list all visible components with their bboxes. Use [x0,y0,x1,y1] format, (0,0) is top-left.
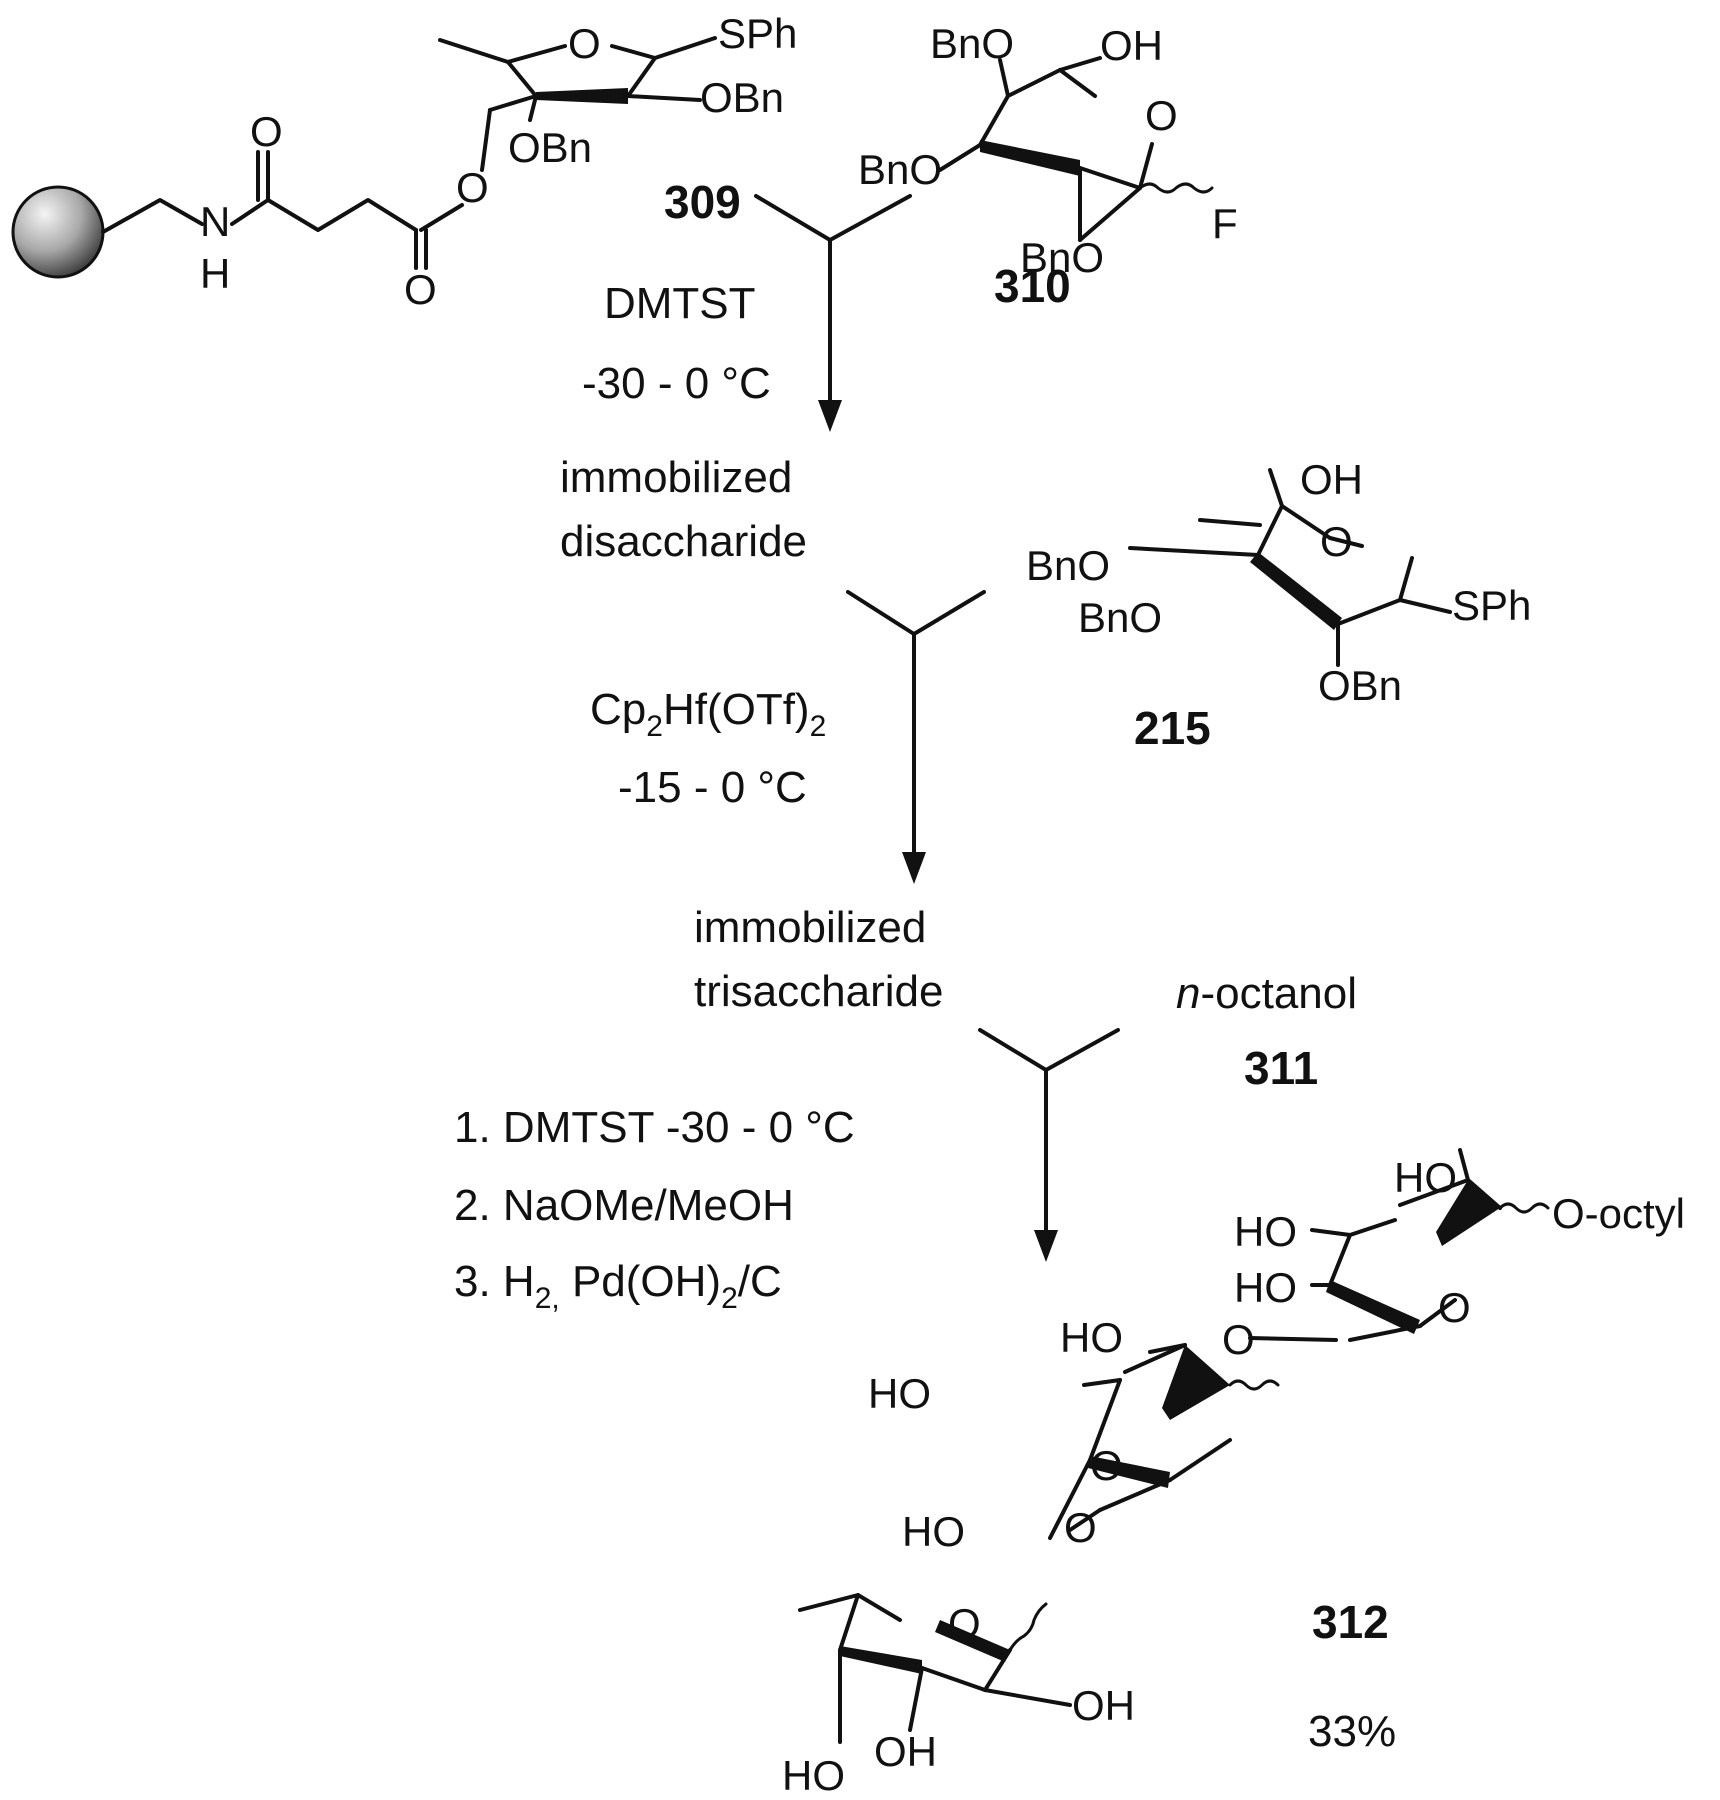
step1-reagent: DMTST [604,279,756,328]
step2-product-line2: trisaccharide [694,967,943,1016]
c215-obn-label: OBn [1318,662,1402,709]
compound-312-number: 312 [1312,1596,1389,1648]
amide-nitrogen-label: N [200,198,230,245]
c310-bno-label-2: BnO [858,146,942,193]
ring-oxygen-215: O [1320,518,1353,565]
c312-oh-label-2: OH [874,1728,937,1775]
linker-bonds-2 [230,198,418,232]
ring-oxygen-309: O [568,20,601,67]
step2-temperature: -15 - 0 °C [618,763,807,812]
c312-ho-label-6: HO [902,1508,965,1555]
step2-arrowhead-icon [902,852,926,884]
step3-condition-3: 3. H2, Pd(OH)2/C [454,1257,782,1315]
ring-oxygen-310: O [1145,92,1178,139]
step3-glycosylation-deprotection: 1. DMTST -30 - 0 °C 2. NaOMe/MeOH 3. H2,… [454,1028,1120,1315]
c312-ho-label-7: HO [782,1752,845,1799]
c312-ho-label-4: HO [1060,1314,1123,1361]
step1-product-line2: disaccharide [560,517,807,566]
step1-temperature: -30 - 0 °C [582,359,771,408]
compound-310-structure: BnO OH O BnO F BnO 310 [858,20,1238,312]
compound-215-number: 215 [1134,702,1211,754]
c312-ho-label-3: HO [1234,1264,1297,1311]
step3-condition-1: 1. DMTST -30 - 0 °C [454,1103,855,1152]
c310-bno-label-1: BnO [930,20,1014,67]
resin-bead-icon [11,185,105,279]
ring-oxygen-312-a: O [1438,1284,1471,1331]
step2-product-line1: immobilized [694,903,926,952]
step3-condition-2: 2. NaOMe/MeOH [454,1181,794,1230]
c310-bno-label-3: BnO [1020,234,1104,281]
compound-311: n-octanol 311 [1176,969,1357,1094]
octanol-name: n-octanol [1176,969,1357,1018]
ring-oxygen-312-b: O [1090,1442,1123,1489]
compound-215-structure: OH O BnO BnO SPh OBn 215 [1026,456,1531,754]
c215-bno-label-2: BnO [1078,594,1162,641]
linker-bonds [101,198,204,234]
step1-product-line1: immobilized [560,453,792,502]
ester-oxygen-label: O [456,164,489,211]
step2-reagent: Cp2Hf(OTf)2 [590,685,826,743]
compound-309-number: 309 [664,176,741,228]
step1-coupling: DMTST -30 - 0 °C immobilized disaccharid… [560,194,912,566]
c309-sph-label: SPh [718,10,797,57]
step1-merge-lines [754,194,912,242]
ester-carbonyl-oxygen-label: O [404,266,437,313]
c310-f-label: F [1212,200,1238,247]
c312-ho-label-1: HO [1394,1154,1457,1201]
c309-obn-label-3: OBn [508,124,592,171]
c310-oh-label: OH [1100,22,1163,69]
ring-oxygen-312-c: O [948,1600,981,1647]
c312-oh-label-1: OH [1072,1682,1135,1729]
c215-sph-label: SPh [1452,582,1531,629]
step1-arrowhead-icon [818,400,842,432]
c312-ho-label-2: HO [1234,1208,1297,1255]
c215-bno-label-1: BnO [1026,542,1110,589]
c312-octyl-label: O-octyl [1552,1190,1685,1237]
product-yield: 33% [1308,1707,1396,1756]
c309-obn-label-2: OBn [700,74,784,121]
amide-oxygen-label: O [250,108,283,155]
step3-arrowhead-icon [1034,1230,1058,1262]
c312-ho-label-5: HO [868,1370,931,1417]
c215-oh-label: OH [1300,456,1363,503]
step2-coupling: Cp2Hf(OTf)2 -15 - 0 °C immobilized trisa… [590,590,986,1016]
step3-merge-lines [978,1028,1120,1072]
glycosidic-oxygen-312-b: O [1064,1504,1097,1551]
solid-support-linker: O N H O O [11,108,492,313]
compound-310-number: 310 [994,260,1071,312]
amide-hydrogen-label: H [200,250,230,297]
compound-312-structure: HO HO HO O-octyl O O HO HO O O HO O OH O… [782,1148,1685,1799]
compound-311-number: 311 [1244,1042,1318,1094]
compound-309-structure: O SPh OBn OBn 309 [438,10,797,228]
glycosidic-oxygen-312-a: O [1222,1316,1255,1363]
step2-merge-lines [846,590,986,636]
